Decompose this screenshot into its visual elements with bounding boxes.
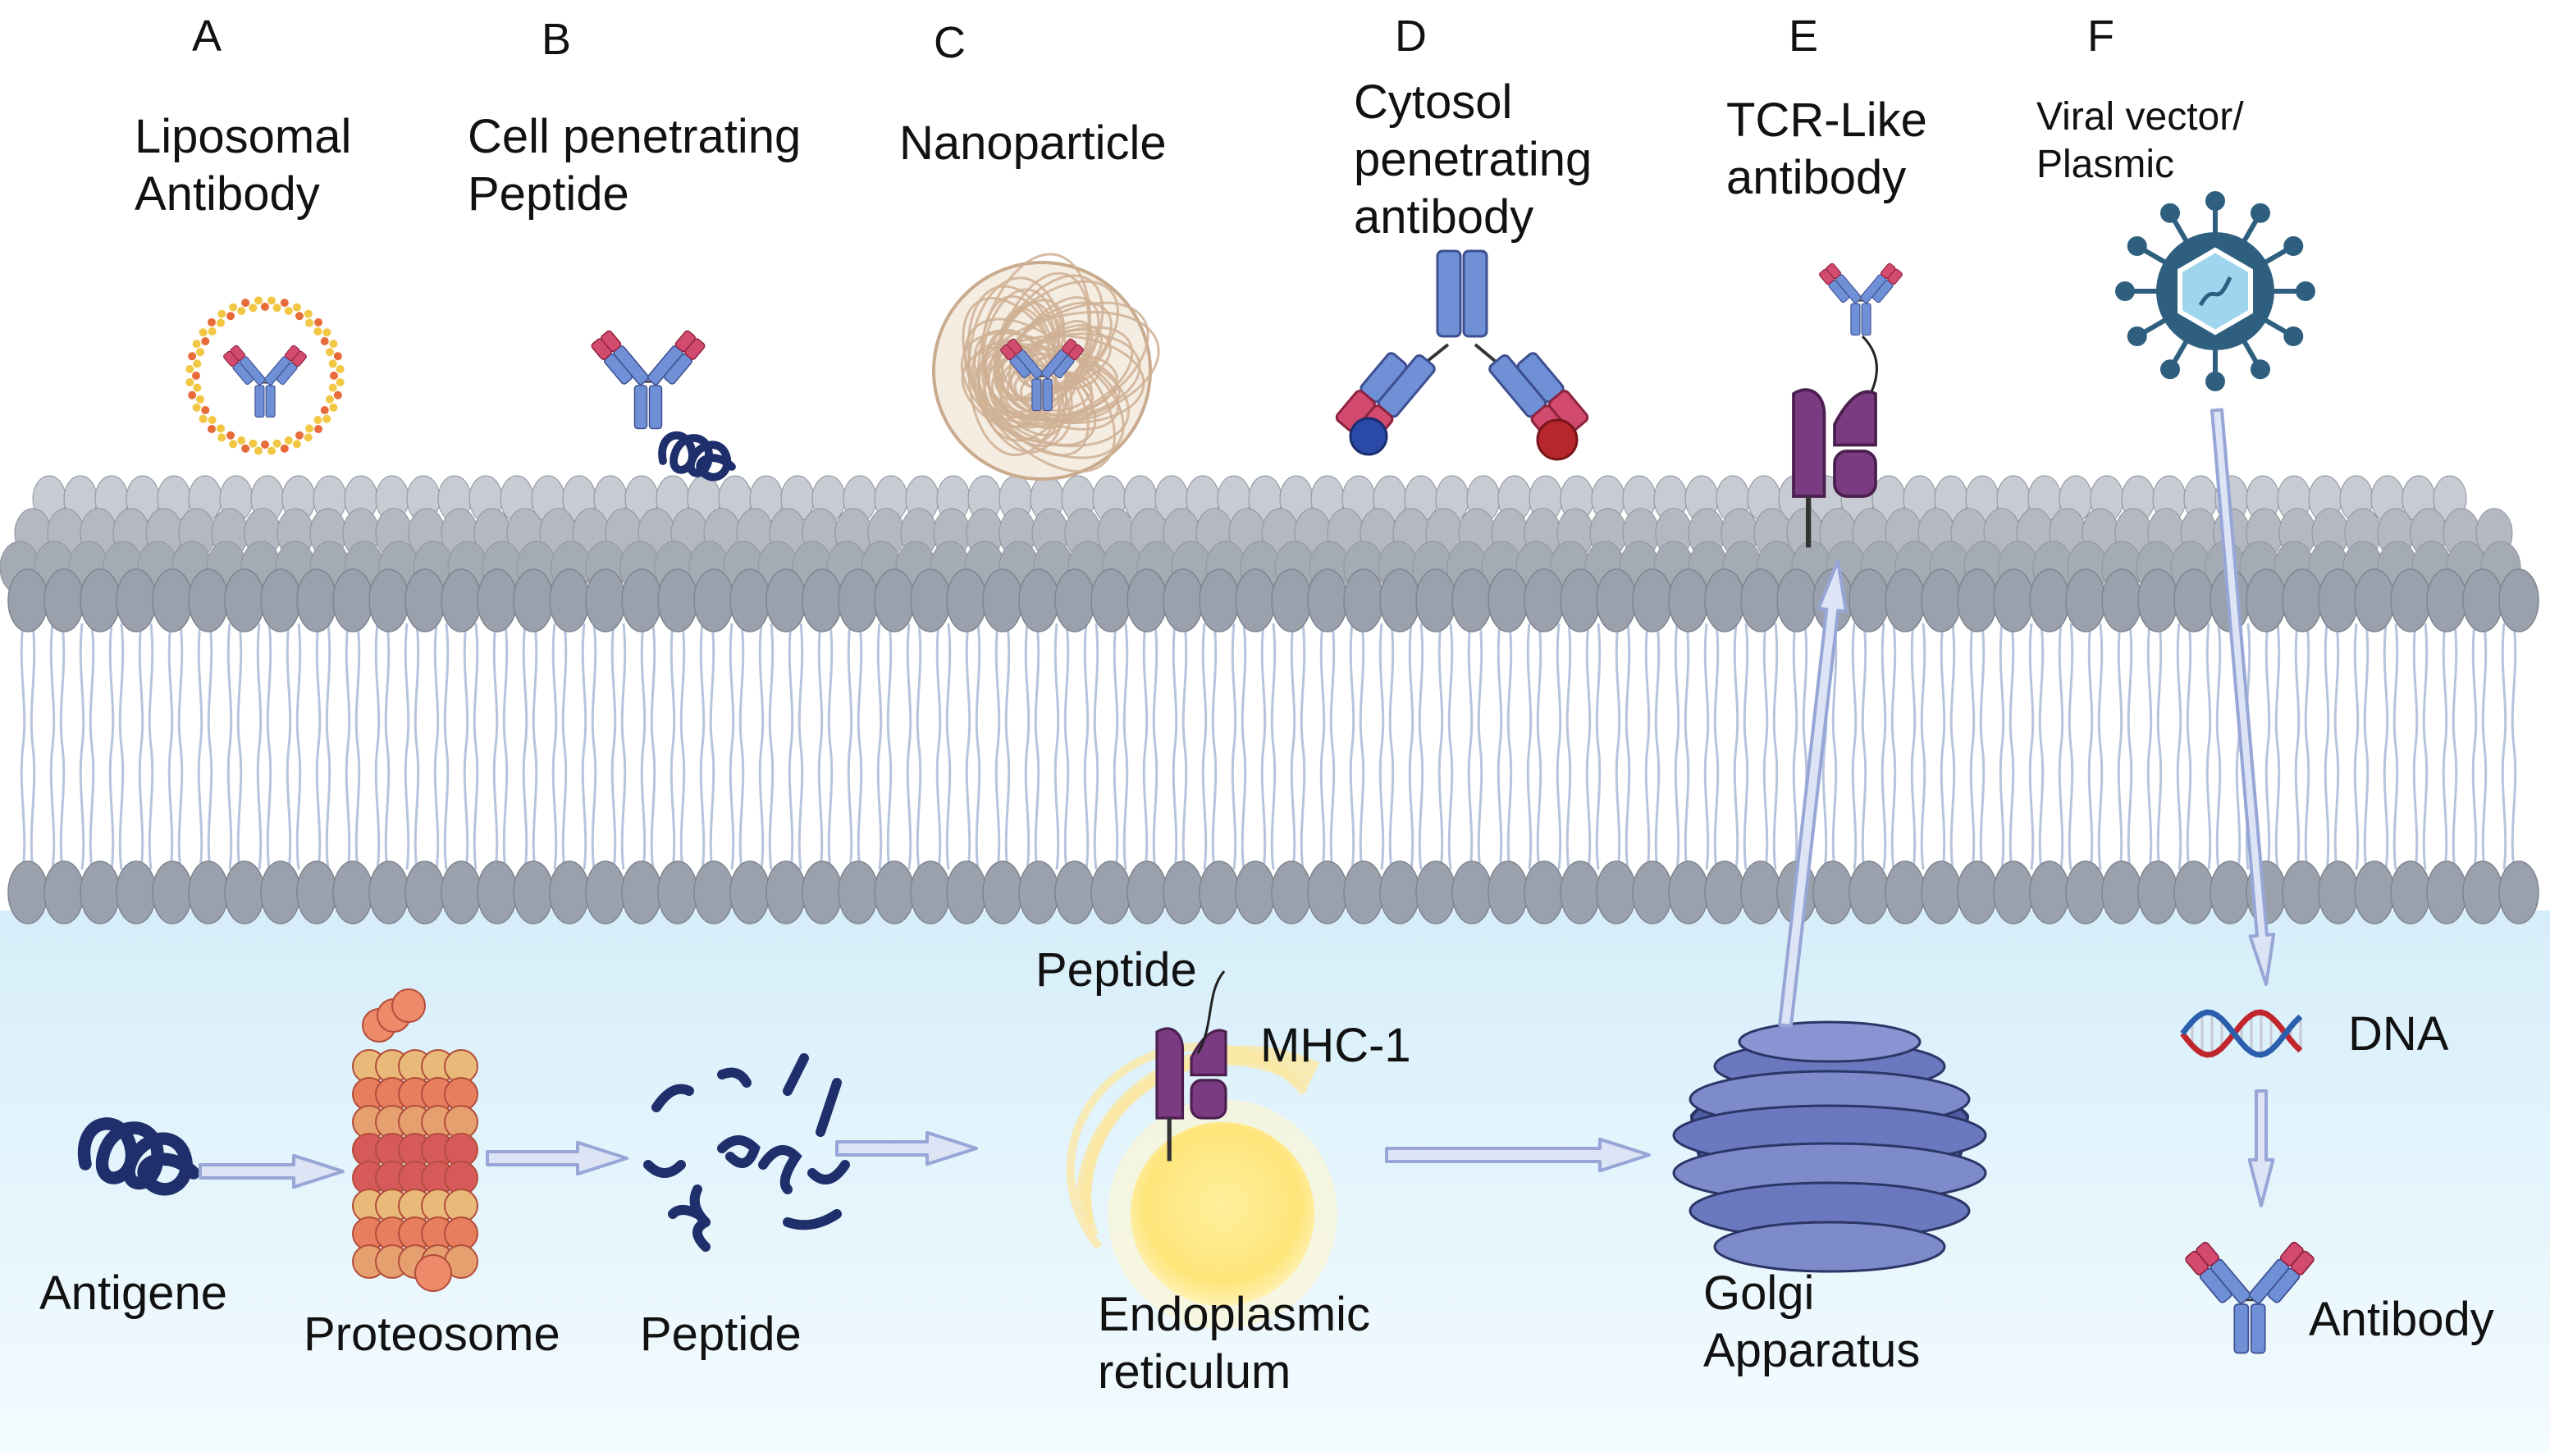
tcr-like-antibody-icon [1792, 262, 1903, 548]
cytosol-antibody-icon [1335, 249, 1589, 461]
lipid-tails [20, 623, 2517, 870]
arrow-er-to-golgi [1385, 1137, 1651, 1173]
mhc-on-er [1155, 1027, 1227, 1162]
label-er-peptide: Peptide [1035, 943, 1197, 997]
dna-icon [2180, 1009, 2303, 1058]
cell-membrane [0, 475, 2539, 924]
nanoparticle-icon [932, 253, 1160, 481]
antibody-e [1819, 262, 1903, 336]
label-viral-vector: Viral vector/ Plasmic [2036, 95, 2244, 186]
mhc-in-membrane [1792, 388, 1877, 548]
arrow-golgi-to-membrane [1778, 559, 1848, 1028]
peptide-antibody-icon [591, 330, 736, 482]
label-cytosol-penetrating-antibody: Cytosol penetrating antibody [1354, 75, 1593, 244]
method-letter-f: F [2087, 11, 2114, 61]
label-nanoparticle: Nanoparticle [899, 116, 1167, 170]
label-tcr-like-antibody: TCR-Like antibody [1726, 94, 1927, 204]
label-antibody: Antibody [2309, 1293, 2494, 1346]
antibody-output-icon [2185, 1241, 2315, 1354]
cpp-squiggle [658, 431, 736, 482]
golgi-apparatus-icon [1672, 1020, 1987, 1273]
arrow-peptide-to-er [835, 1130, 978, 1166]
arrow-antigen-to-proteosome [199, 1153, 345, 1189]
method-letter-b: B [542, 15, 572, 64]
endoplasmic-reticulum-icon [1066, 1042, 1337, 1329]
method-letter-e: E [1789, 11, 1819, 61]
virus-icon [2115, 191, 2315, 391]
method-letter-d: D [1395, 11, 1427, 61]
arrow-dna-to-antibody [2247, 1089, 2275, 1207]
label-golgi-apparatus: Golgi Apparatus [1703, 1267, 1921, 1377]
antibody-in-liposome [223, 345, 307, 418]
antigen-icon [77, 1117, 200, 1196]
label-cell-penetrating-peptide: Cell penetrating Peptide [468, 110, 802, 221]
label-dna: DNA [2348, 1007, 2449, 1061]
label-peptide: Peptide [640, 1308, 802, 1361]
label-liposomal-antibody: Liposomal Antibody [135, 110, 352, 221]
label-endoplasmic-reticulum: Endoplasmic reticulum [1098, 1288, 1371, 1399]
liposome-antibody-icon [185, 296, 345, 455]
arrow-virus-to-dna [2210, 408, 2276, 986]
method-letter-c: C [934, 18, 966, 67]
label-antigene: Antigene [39, 1267, 227, 1320]
label-mhc-1: MHC-1 [1260, 1019, 1411, 1072]
antibody-in-nanoparticle [1000, 338, 1084, 412]
method-letter-a: A [192, 11, 222, 61]
antibody-b [591, 330, 706, 430]
proteosome-icon [352, 988, 478, 1292]
peptide-fragments-icon [643, 1053, 850, 1252]
label-proteosome: Proteosome [304, 1308, 560, 1361]
peptide-strand [1196, 970, 1226, 1054]
arrow-proteosome-to-peptide [486, 1140, 628, 1176]
